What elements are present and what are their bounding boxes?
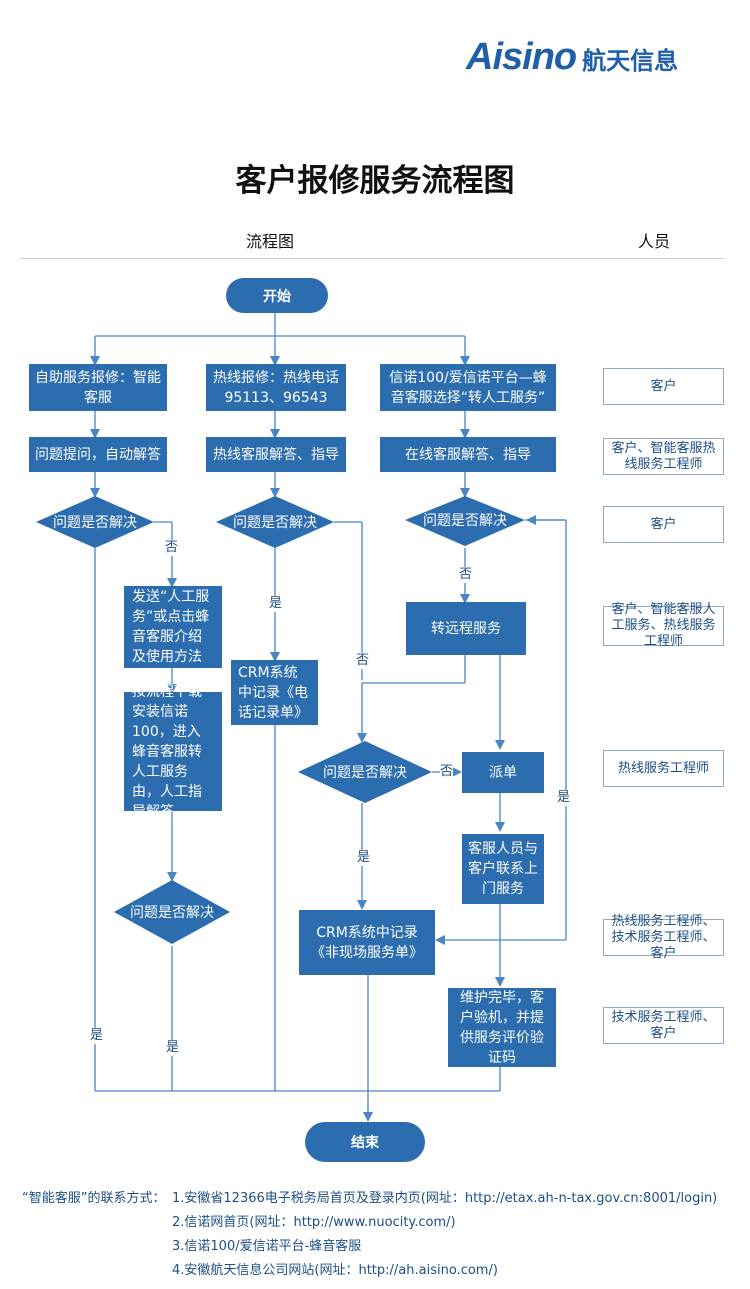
hotline-box: 热线报修：热线电话95113、96543	[206, 364, 346, 411]
edge-label-no-1: 否	[165, 540, 179, 556]
footer-item-4: 4.安徽航天信息公司网站(网址：http://ah.aisino.com/)	[172, 1263, 498, 1278]
decision-diamond-5	[298, 741, 432, 803]
page-title: 客户报修服务流程图	[235, 163, 515, 199]
logo-cn: 航天信息	[582, 47, 679, 75]
footer-label: “智能客服”的联系方式：	[22, 1191, 166, 1206]
edge-label-no-2: 否	[356, 653, 370, 669]
finish-repair-box: 维护完毕，客户验机，并提供服务评价验证码	[448, 988, 556, 1067]
hotline-answer-box: 热线客服解答、指导	[206, 437, 346, 472]
header-people: 人员	[638, 232, 671, 251]
role-box-7: 技术服务工程师、客户	[603, 1007, 724, 1044]
logo-latin: Aisino	[466, 36, 577, 78]
send-manual-box: 发送“人工服务”或点击蜂音客服介绍及使用方法	[124, 586, 222, 668]
header-divider	[20, 258, 725, 259]
online-answer-box: 在线客服解答、指导	[380, 437, 556, 472]
decision-diamond-4	[114, 880, 230, 944]
decision-diamond-2	[216, 496, 334, 548]
end-node: 结束	[305, 1122, 425, 1162]
decision-diamond-3	[405, 496, 525, 546]
edge-label-yes-2: 是	[269, 596, 283, 612]
start-node: 开始	[226, 278, 328, 313]
onsite-service-box: 客服人员与客户联系上门服务	[462, 834, 544, 904]
crm-phone-box: CRM系统中记录《电话记录单》	[231, 660, 318, 725]
edge-label-yes-4: 是	[166, 1040, 180, 1056]
footer-item-1: 1.安徽省12366电子税务局首页及登录内页(网址：http://etax.ah…	[172, 1191, 718, 1206]
crm-offsite-box: CRM系统中记录《非现场服务单》	[299, 910, 435, 975]
role-box-1: 客户	[603, 368, 724, 405]
edge-label-no-3: 否	[459, 567, 473, 583]
footer-item-3: 3.信诺100/爱信诺平台-蜂音客服	[172, 1239, 362, 1254]
auto-answer-box: 问题提问，自动解答	[29, 437, 167, 472]
role-box-6: 热线服务工程师、技术服务工程师、客户	[603, 914, 724, 961]
remote-service-box: 转远程服务	[406, 602, 526, 655]
role-box-2: 客户、智能客服热线服务工程师	[603, 438, 724, 475]
role-box-5: 热线服务工程师	[603, 750, 724, 787]
edge-label-no-5: 否	[440, 764, 454, 780]
footer-item-2: 2.信诺网首页(网址：http://www.nuocity.com/)	[172, 1215, 456, 1230]
header-flow: 流程图	[246, 232, 295, 251]
edge-label-yes-1: 是	[90, 1028, 104, 1044]
role-box-4: 客户、智能客服人工服务、热线服务工程师	[603, 602, 724, 649]
decision-diamond-1	[36, 496, 154, 548]
edge-label-yes-3: 是	[557, 790, 571, 806]
platform-box: 信诺100/爱信诺平台—蜂音客服选择“转人工服务”	[380, 364, 556, 411]
self-service-box: 自助服务报修：智能客服	[29, 364, 167, 411]
logo: Aisino 航天信息	[466, 36, 678, 79]
dispatch-box: 派单	[462, 752, 544, 793]
edge-label-yes-5: 是	[357, 850, 371, 866]
role-box-3: 客户	[603, 506, 724, 543]
download-box: 按流程下载安装信诺100，进入蜂音客服转人工服务由，人工指导解答	[124, 684, 222, 820]
